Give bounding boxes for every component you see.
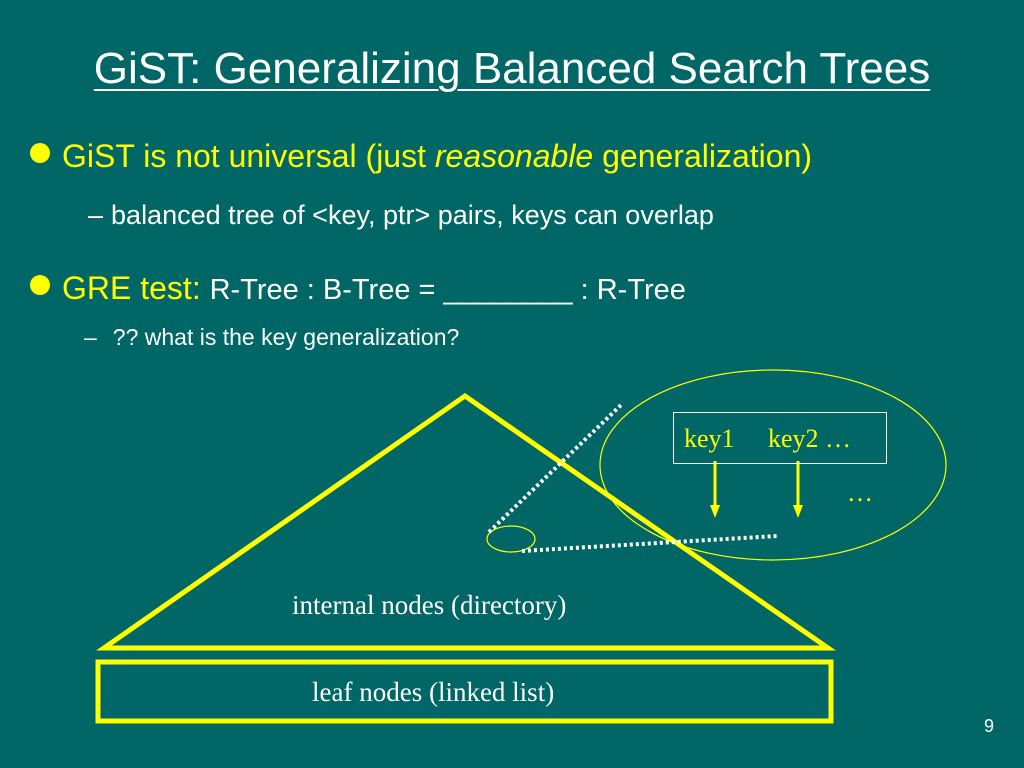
bullet-dot-icon [30, 143, 50, 163]
leaf-nodes-rect [95, 659, 834, 724]
sub-bullet-text: ?? what is the key generalization? [112, 324, 460, 350]
bullet-text-emphasis: reasonable [434, 138, 594, 174]
page-number: 9 [984, 716, 995, 736]
internal-nodes-triangle [96, 392, 836, 651]
sub-bullet-balanced-tree: –balanced tree of <key, ptr> pairs, keys… [88, 200, 714, 231]
dash-icon: – [88, 200, 104, 230]
dash-icon: – [84, 324, 97, 350]
bullet-analogy: R-Tree : B-Tree = ________ : R-Tree [209, 274, 686, 306]
bullet-text-pre: GiST is not universal (just [62, 138, 435, 174]
zoom-line-top [487, 403, 623, 534]
sub-bullet-text: balanced tree of <key, ptr> pairs, keys … [111, 200, 714, 230]
bullet-lead: GRE test: [62, 270, 210, 306]
internal-nodes-label: internal nodes (directory) [292, 590, 567, 620]
pointer-ellipsis-label: … [847, 478, 873, 507]
bullet-gre-test: GRE test: R-Tree : B-Tree = ________ : R… [30, 270, 686, 307]
node-keys-box [673, 412, 887, 464]
bullet-dot-icon [30, 275, 50, 295]
key1-label: key1 [684, 424, 735, 453]
pointer-arrow-2-head [793, 505, 803, 518]
slide-title: GiST: Generalizing Balanced Search Trees [93, 44, 931, 93]
bullet-gist-not-universal: GiST is not universal (just reasonable g… [30, 138, 812, 175]
bullet-text-post: generalization) [593, 138, 813, 174]
zoom-line-bottom [521, 534, 778, 553]
sub-bullet-key-generalization: –?? what is the key generalization? [84, 324, 459, 351]
node-zoom-ellipse [599, 369, 947, 561]
key2-label: key2 … [768, 424, 852, 453]
pointer-arrow-1-head [710, 505, 720, 518]
leaf-nodes-label: leaf nodes (linked list) [312, 677, 555, 707]
selected-node-ellipse [486, 525, 536, 553]
